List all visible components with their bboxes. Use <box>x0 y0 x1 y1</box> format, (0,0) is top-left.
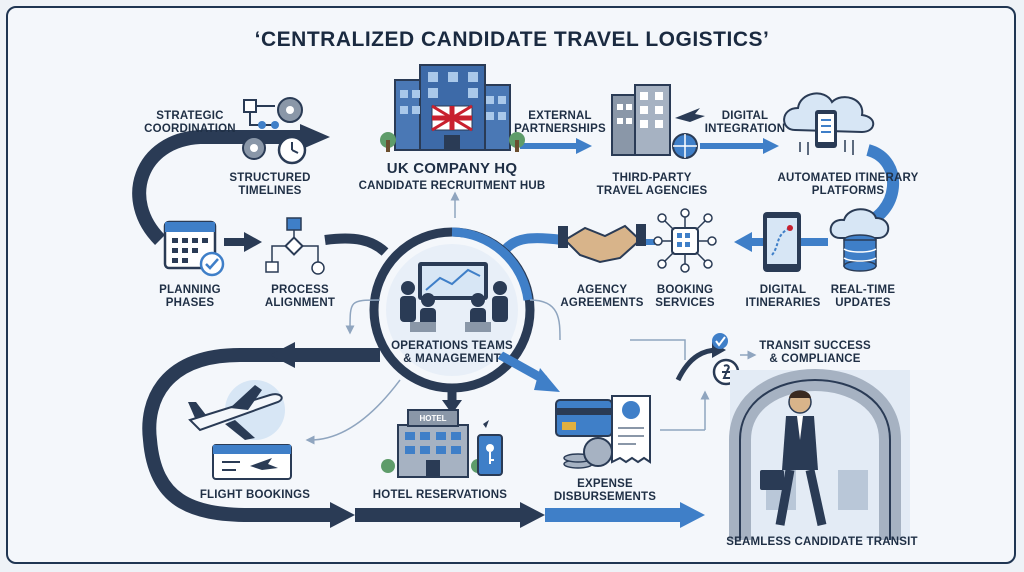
flowchart-icon <box>265 217 325 275</box>
process-alignment-label: PROCESS ALIGNMENT <box>264 284 336 309</box>
calendar-icon <box>163 220 225 277</box>
tablet-map-icon <box>763 212 801 272</box>
transit-success-icon <box>675 333 740 386</box>
page-title: ‘CENTRALIZED CANDIDATE TRAVEL LOGISTICS’ <box>254 28 770 51</box>
thin-connectors <box>305 191 757 445</box>
hotel-building-icon <box>381 409 485 478</box>
hq-subtitle-label: CANDIDATE RECRUITMENT HUB <box>358 180 546 192</box>
hq-building-icon <box>380 64 525 152</box>
external-partnerships-label: EXTERNAL PARTNERSHIPS <box>514 110 606 135</box>
receipt-icon <box>611 395 651 464</box>
operations-label: OPERATIONS TEAMS & MANAGEMENT <box>391 340 513 365</box>
boarding-pass-icon <box>212 444 292 480</box>
gears-icon <box>242 97 307 165</box>
planning-phases-label: PLANNING PHASES <box>159 284 221 309</box>
booking-services-label: BOOKING SERVICES <box>655 284 715 309</box>
hq-title-label: UK COMPANY HQ <box>386 160 518 177</box>
automated-platforms-label: AUTOMATED ITINERARY PLATFORMS <box>777 172 919 197</box>
third-party-agencies-label: THIRD-PARTY TRAVEL AGENCIES <box>596 172 708 197</box>
coins-icon <box>563 437 613 469</box>
transit-success-label: TRANSIT SUCCESS & COMPLIANCE <box>759 340 871 365</box>
hotel-sign-text: HOTEL <box>419 414 446 423</box>
cloud-database-icon <box>829 208 890 272</box>
digital-itineraries-label: DIGITAL ITINERARIES <box>745 284 821 309</box>
hotel-reservations-label: HOTEL RESERVATIONS <box>372 489 508 501</box>
credit-card-icon <box>555 399 613 437</box>
agency-agreements-label: AGENCY AGREEMENTS <box>560 284 644 309</box>
keycard-icon <box>477 420 503 476</box>
digital-integration-label: DIGITAL INTEGRATION <box>704 110 786 135</box>
operations-team-icon <box>386 244 518 376</box>
cloud-platform-icon <box>783 92 875 155</box>
handshake-icon <box>558 224 646 264</box>
agency-building-icon <box>611 84 705 159</box>
strategic-coordination-label: STRATEGIC COORDINATION <box>144 110 236 135</box>
realtime-updates-label: REAL-TIME UPDATES <box>830 284 896 309</box>
traveler-icon <box>760 390 827 526</box>
expense-disbursements-label: EXPENSE DISBURSEMENTS <box>553 478 657 503</box>
flight-bookings-label: FLIGHT BOOKINGS <box>199 489 311 501</box>
airplane-icon <box>188 380 285 440</box>
seamless-transit-label: SEAMLESS CANDIDATE TRANSIT <box>726 536 918 548</box>
booking-network-icon <box>653 208 717 273</box>
structured-timelines-label: STRUCTURED TIMELINES <box>229 172 311 197</box>
